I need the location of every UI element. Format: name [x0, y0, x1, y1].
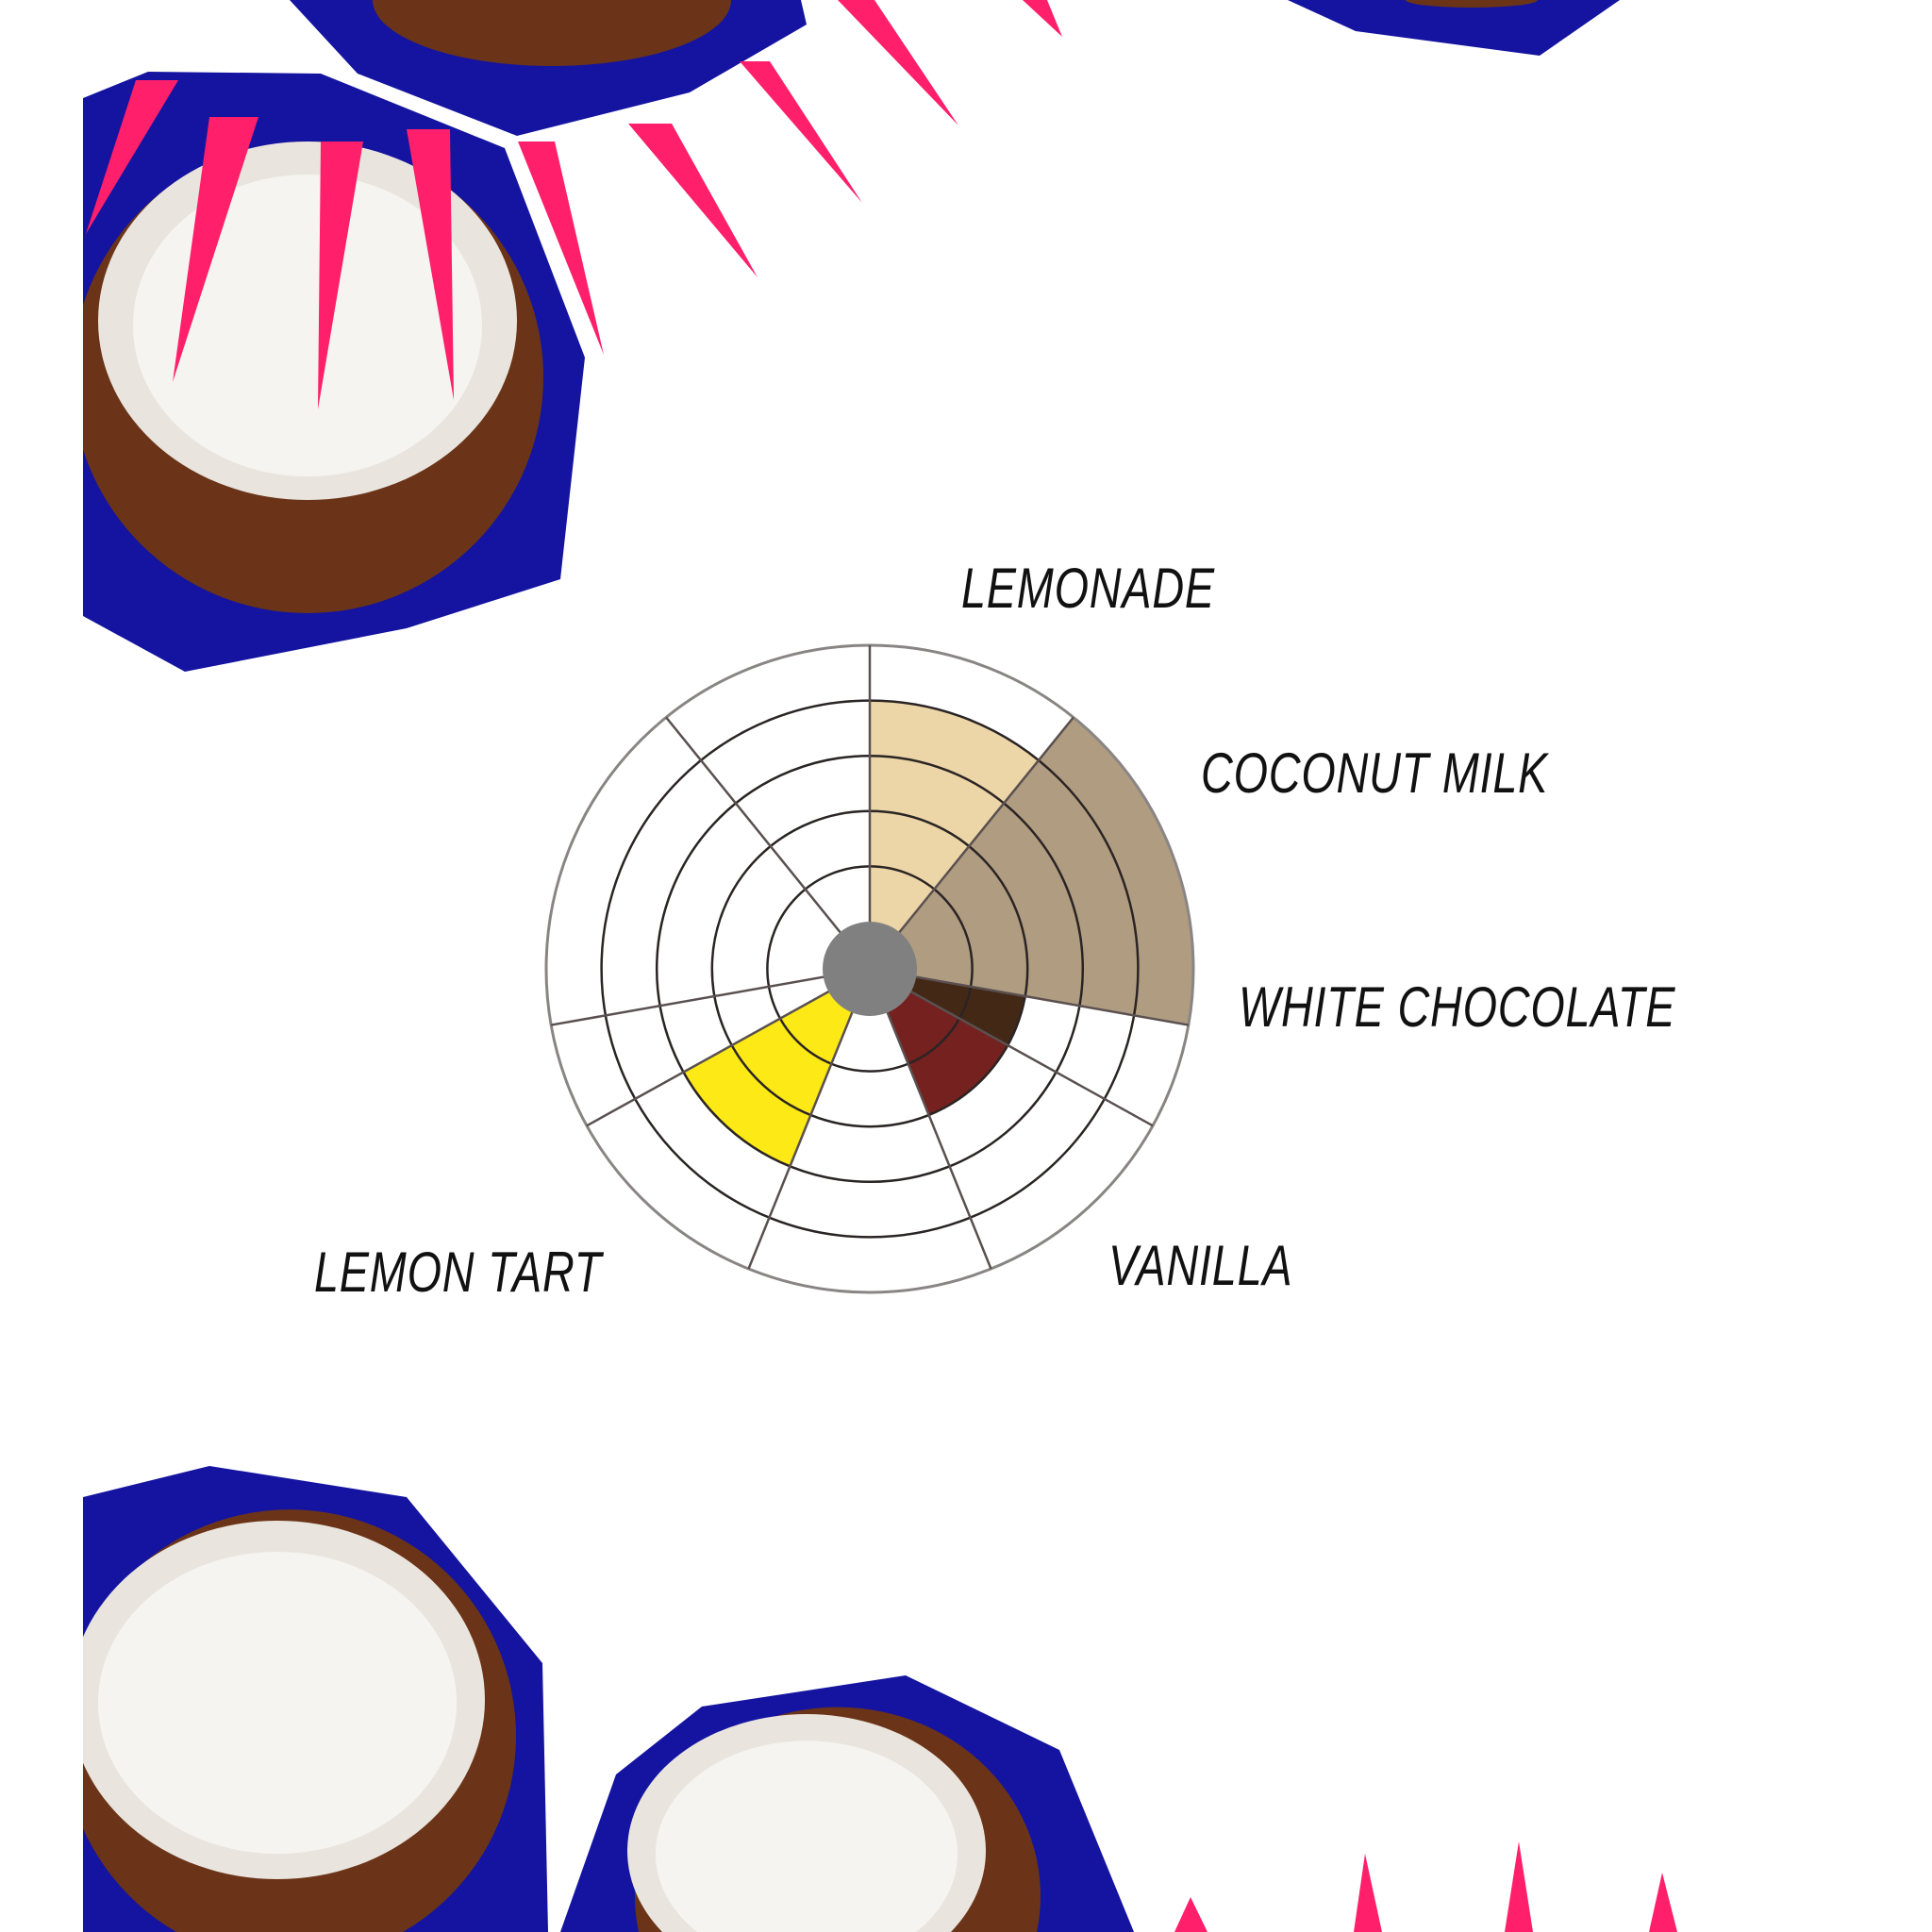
- ray-line: [868, 968, 992, 1270]
- chart-hub: [823, 922, 917, 1016]
- sector-vanilla: [870, 969, 1008, 1116]
- label-white-chocolate: WHITE CHOCOLATE: [1239, 975, 1676, 1039]
- coconut-bottom-left: [83, 1466, 548, 1932]
- label-vanilla: VANILLA: [1108, 1234, 1293, 1297]
- coconut-top: [290, 0, 807, 136]
- coconut-top-right: [1288, 0, 1620, 56]
- label-lemon-tart: LEMON TART: [314, 1241, 603, 1304]
- ray-line: [665, 716, 871, 970]
- ray-line: [747, 968, 872, 1270]
- ray-line: [550, 967, 871, 1026]
- pink-spikes: [86, 0, 1677, 1932]
- sector-lemon-tart: [683, 969, 870, 1167]
- ray-line: [869, 967, 1190, 1026]
- label-coconut-milk: COCONUT MILK: [1201, 741, 1549, 805]
- ray-line: [869, 967, 1154, 1127]
- label-lemonade: LEMONADE: [961, 557, 1215, 620]
- coconut-bottom-middle: [560, 1675, 1134, 1932]
- ray-line: [869, 716, 1074, 970]
- sector-coconut-milk: [870, 717, 1193, 1025]
- ray-line: [586, 967, 871, 1127]
